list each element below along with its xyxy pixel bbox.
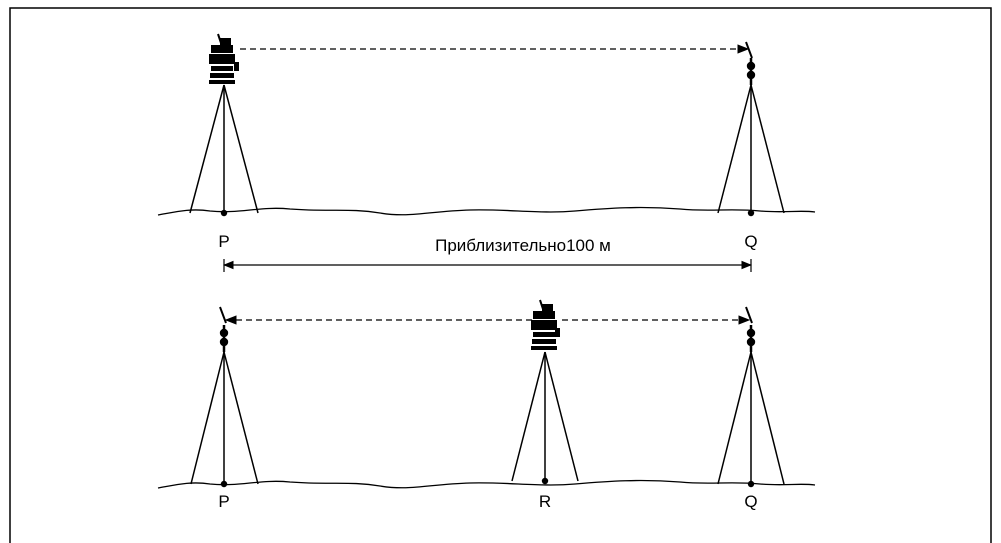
point-marker-q	[747, 209, 755, 217]
top-scene: P Q Приблизительно100 м	[157, 33, 816, 272]
point-marker-p	[220, 209, 228, 217]
bottom-scene: P R Q	[157, 299, 816, 511]
tripod-icon	[511, 351, 579, 482]
point-label-q: Q	[744, 232, 757, 251]
tripod-icon	[190, 351, 259, 485]
prism-icon	[745, 41, 756, 85]
total-station-icon	[531, 299, 560, 350]
distance-label: Приблизительно100 м	[435, 236, 611, 255]
point-label-q: Q	[744, 492, 757, 511]
tripod-icon	[717, 351, 785, 485]
point-label-p: P	[218, 232, 229, 251]
point-marker-p	[220, 480, 228, 488]
ground-line-bottom	[157, 479, 816, 489]
point-label-r: R	[539, 492, 551, 511]
tripod-icon	[717, 84, 785, 214]
point-label-p: P	[218, 492, 229, 511]
point-marker-r	[541, 477, 549, 485]
tripod-icon	[189, 84, 259, 214]
point-marker-q	[747, 480, 755, 488]
prism-icon	[745, 306, 756, 352]
total-station-icon	[209, 33, 239, 84]
ground-line-top	[157, 206, 816, 216]
frame-border	[9, 7, 992, 543]
prism-icon	[219, 306, 229, 352]
